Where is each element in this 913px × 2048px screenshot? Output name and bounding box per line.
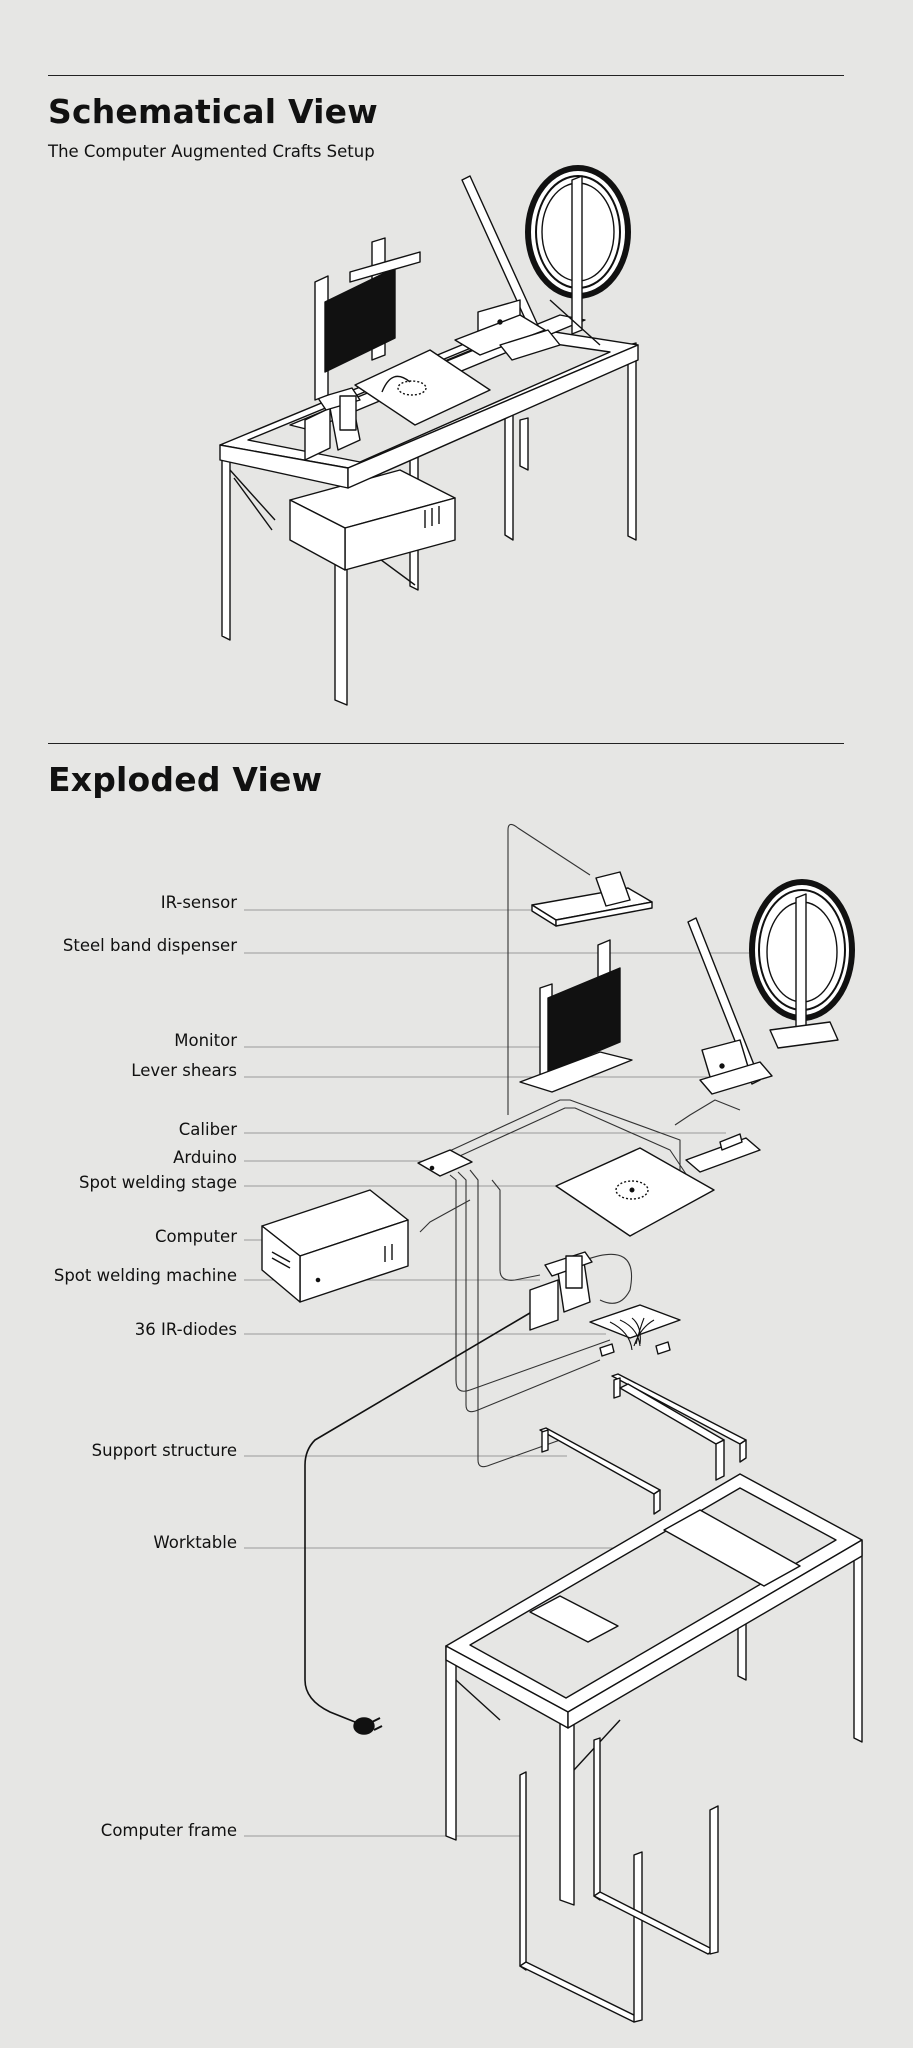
top-divider [48,75,844,76]
computer-frame-part [519,1737,719,2023]
label-monitor: Monitor [174,1031,237,1050]
label-lever-shears: Lever shears [131,1061,237,1080]
spot-welding-stage-part [555,1147,715,1237]
label-ir-sensor: IR-sensor [160,893,237,912]
label-computer-frame: Computer frame [100,1821,237,1840]
lever-shears-part [687,917,773,1095]
ir-sensor-part [531,871,653,927]
worktable-part [445,1473,863,1906]
steel-band-dispenser [525,165,631,346]
label-support-structure: Support structure [91,1441,237,1460]
welding-machine [304,387,361,461]
label-ir-diodes: 36 IR-diodes [134,1320,237,1339]
caliber-part [685,1133,761,1173]
spot-welding-machine-part [529,1251,593,1331]
steel-band-dispenser-part [749,879,855,1049]
ir-diodes-part [589,1304,681,1357]
support-structure-part [539,1373,747,1515]
power-plug-icon [353,1717,383,1735]
label-computer: Computer [154,1227,237,1246]
schematic-title: Schematical View [48,92,378,131]
monitor-part [519,939,633,1093]
label-caliber: Caliber [178,1120,237,1139]
arduino-part [417,1149,473,1177]
cables [304,823,741,1723]
label-steel-band-dispenser: Steel band dispenser [62,936,237,955]
schematic-subtitle: The Computer Augmented Crafts Setup [48,142,375,161]
lever-shears [454,175,561,361]
computer-box [289,469,456,571]
computer-part [261,1189,409,1303]
monitor [314,237,421,401]
label-worktable: Worktable [153,1533,237,1552]
schematic-illustration [219,165,639,706]
spot-welding-plate [354,349,491,426]
middle-divider [48,743,844,744]
exploded-title: Exploded View [48,760,323,799]
leader-lines [244,909,750,1837]
label-arduino: Arduino [173,1148,237,1167]
label-spot-welding-stage: Spot welding stage [78,1173,237,1192]
label-spot-welding-machine: Spot welding machine [53,1266,237,1285]
